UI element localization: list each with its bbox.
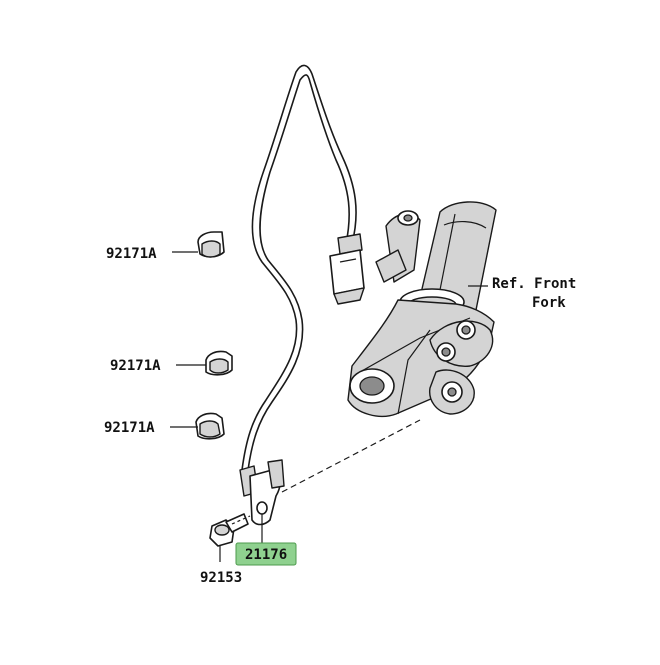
wire-clip-middle: [205, 350, 233, 376]
speed-sensor: [239, 459, 285, 526]
part-label-92171a-middle: 92171A: [110, 358, 161, 374]
leader-lines: [170, 251, 488, 562]
mounting-bolt: [209, 513, 249, 547]
part-label-92153: 92153: [200, 570, 242, 586]
wire-connector: [329, 233, 365, 305]
part-label-highlight: [235, 542, 297, 566]
sensor-lead-wire: [241, 64, 357, 471]
wire-clip-lower: [195, 412, 225, 440]
wire-clip-top: [197, 231, 225, 258]
part-label-92171a-lower: 92171A: [104, 420, 155, 436]
part-label-21176: 21176: [245, 547, 287, 563]
front-fork: [347, 201, 497, 418]
part-label-92171a-top: 92171A: [106, 246, 157, 262]
ref-front-fork-label-line2: Fork: [532, 295, 566, 311]
ref-front-fork-label-line1: Ref. Front: [492, 276, 576, 292]
